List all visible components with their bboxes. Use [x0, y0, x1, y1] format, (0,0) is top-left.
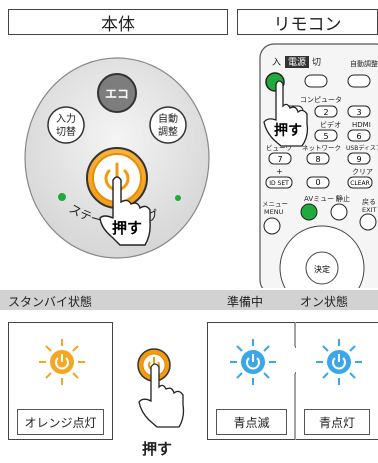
state-band: スタンバイ状態 準備中 オン状態: [0, 290, 378, 310]
svg-text:6: 6: [356, 132, 361, 141]
main-press-label: 押す: [112, 219, 142, 237]
header-remote: リモコン: [237, 9, 378, 35]
status-lamp: [58, 193, 66, 201]
on-state-label: オン状態: [300, 295, 349, 309]
svg-text:8: 8: [315, 155, 320, 164]
svg-text:電源: 電源: [288, 57, 306, 68]
auto-adjust-button[interactable]: 自動 調整: [149, 106, 187, 144]
svg-text:コンピュータ: コンピュータ: [300, 95, 342, 104]
svg-text:MENU: MENU: [264, 208, 284, 216]
svg-text:EXIT: EXIT: [362, 206, 376, 214]
hand-icon: [263, 80, 309, 147]
preparing-state-label: 準備中: [227, 295, 264, 309]
svg-text:5: 5: [323, 132, 328, 141]
standby-panel: オレンジ点灯: [8, 322, 113, 440]
standby-state-label: スタンバイ状態: [8, 295, 93, 309]
svg-text:0: 0: [315, 178, 320, 187]
svg-text:メニュー: メニュー: [262, 200, 288, 208]
press-power-button[interactable]: [123, 345, 193, 440]
svg-text:自動: 自動: [158, 112, 178, 125]
svg-text:ビューワ: ビューワ: [266, 143, 292, 152]
svg-text:決定: 決定: [314, 264, 330, 274]
blue-on-caption: 青点灯: [304, 409, 370, 435]
press-caption: 押す: [142, 440, 173, 458]
input-switch-button[interactable]: 入力 切替: [47, 106, 85, 144]
svg-text:+: +: [276, 167, 283, 176]
blue-blink-caption: 青点滅: [216, 409, 287, 435]
svg-text:9: 9: [356, 155, 361, 164]
remote-power-off-button[interactable]: [304, 74, 328, 88]
header-main-unit: 本体: [8, 9, 228, 35]
remote-menu-button[interactable]: [263, 217, 281, 235]
svg-text:入: 入: [272, 57, 281, 68]
svg-text:3: 3: [356, 108, 361, 117]
svg-text:AVミュート: AVミュート: [304, 195, 341, 203]
svg-text:HDMI: HDMI: [352, 121, 371, 129]
remote-still-button[interactable]: [330, 203, 348, 221]
svg-text:クリア: クリア: [352, 168, 373, 176]
svg-text:切替: 切替: [56, 125, 76, 138]
svg-text:USBディスプレイ: USBディスプレイ: [346, 144, 378, 152]
svg-text:2: 2: [323, 108, 328, 117]
remote-press-label: 押す: [274, 122, 302, 139]
remote-av-mute-button[interactable]: [300, 203, 318, 221]
remote-enter-button[interactable]: [305, 251, 339, 285]
blue-on-power-icon: [316, 339, 362, 385]
svg-text:ID SET: ID SET: [269, 180, 289, 187]
on-panel: 青点灯: [296, 322, 378, 440]
svg-text:戻る: 戻る: [362, 197, 376, 206]
preparing-panel: 青点滅: [207, 322, 295, 440]
svg-text:ビデオ: ビデオ: [320, 120, 341, 129]
svg-text:ネットワーク: ネットワーク: [302, 144, 341, 152]
eco-button[interactable]: エコ: [97, 73, 137, 113]
svg-text:CLEAR: CLEAR: [350, 180, 370, 187]
remote-auto-adjust-button[interactable]: [347, 74, 371, 88]
orange-power-icon: [39, 339, 85, 385]
svg-text:切: 切: [312, 57, 321, 68]
hand-icon: [99, 176, 151, 246]
main-unit-panel: エコ 入力 切替 自動 調整 ステータスランプ 押す: [24, 57, 210, 259]
header-main-unit-label: 本体: [101, 14, 135, 35]
svg-text:調整: 調整: [158, 125, 178, 138]
header-remote-label: リモコン: [273, 14, 342, 35]
hand-icon: [138, 363, 185, 428]
orange-caption: オレンジ点灯: [17, 409, 104, 435]
remote-exit-button[interactable]: [359, 213, 377, 231]
blue-blink-power-icon: [230, 339, 276, 385]
svg-text:静止: 静止: [336, 194, 350, 203]
eco-label: エコ: [105, 87, 129, 101]
lamp-indicator: [175, 195, 181, 201]
svg-text:入力: 入力: [56, 112, 76, 125]
svg-text:7: 7: [277, 155, 282, 164]
svg-text:自動調整: 自動調整: [350, 59, 378, 68]
remote-control: 入 電源 切 自動調整 コンピュータ 2 3 ビデオ HDMI 5 6 ビューワ…: [259, 43, 378, 288]
